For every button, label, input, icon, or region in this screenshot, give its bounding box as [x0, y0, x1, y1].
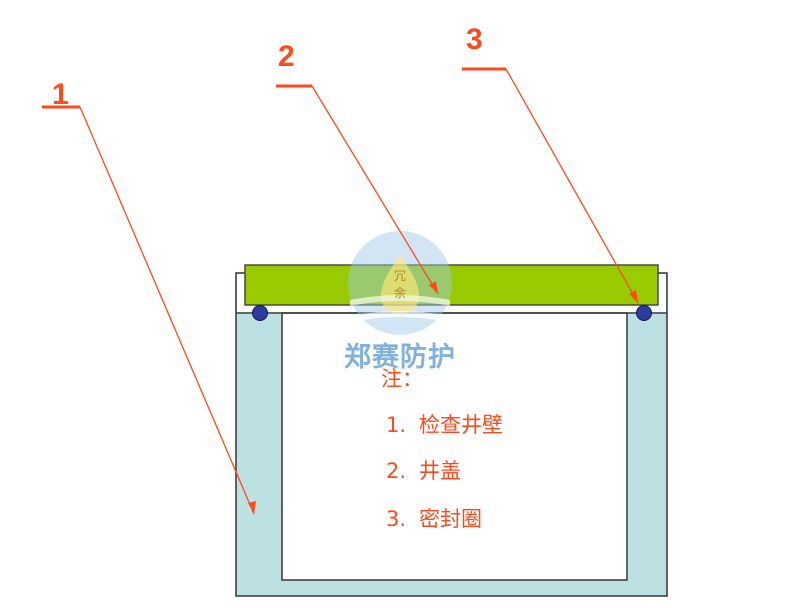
watermark-wave-2	[352, 311, 448, 322]
callout-arrowhead-1	[248, 501, 256, 514]
note-item-1-text: 检查井壁	[419, 413, 503, 437]
well-cavity	[281, 312, 628, 581]
note-item-3-text: 密封圈	[419, 507, 482, 531]
note-heading: 注：	[381, 367, 423, 391]
well-cover	[244, 264, 659, 306]
callout-number-1: 1	[52, 78, 69, 111]
watermark-badge-top: 冗	[394, 269, 406, 283]
note-item-1-index: 1.	[386, 413, 406, 437]
note-item-3-index: 3.	[386, 507, 406, 531]
sealing-ring-right	[636, 305, 652, 321]
watermark-badge-bottom: 余	[394, 285, 406, 300]
callout-leader-3	[505, 68, 639, 304]
callout-leader-1	[79, 106, 255, 515]
callout-leader-2	[311, 85, 439, 295]
note-legend: 注： 1. 检查井壁 2. 井盖 3. 密封圈	[381, 367, 503, 531]
callout-arrowhead-3	[629, 290, 638, 303]
sealing-ring-left	[252, 305, 268, 321]
note-item-2-index: 2.	[386, 459, 406, 483]
callout-arrowhead-2	[429, 281, 438, 294]
note-item-2-text: 井盖	[419, 459, 461, 483]
callout-number-2: 2	[278, 40, 295, 73]
callout-number-3: 3	[466, 23, 483, 56]
watermark-wave-1	[350, 295, 450, 306]
watermark-company-name: 郑赛防护	[344, 341, 456, 373]
watermark-logo: 冗 余 郑赛防护	[344, 231, 456, 373]
